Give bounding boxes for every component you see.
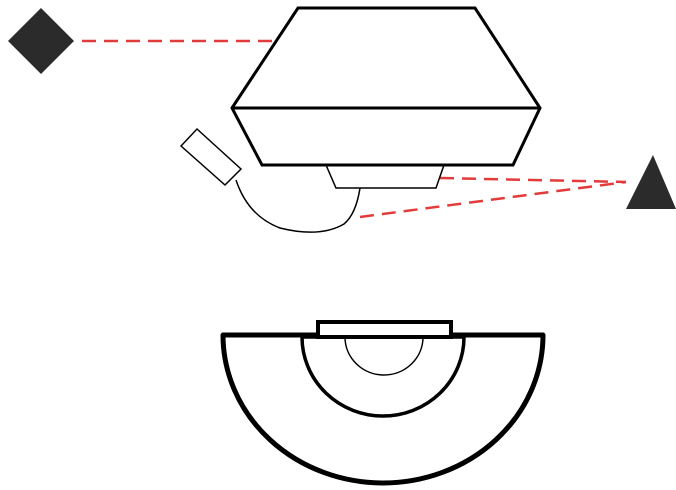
lower-device-view (220, 320, 546, 486)
triangle-guide-line-lower (359, 180, 627, 219)
upper-device-view (179, 6, 542, 233)
diamond-icon (8, 8, 74, 74)
outer-semicircle (220, 332, 546, 486)
device-bottom-plate (324, 164, 446, 189)
triangle-icon (626, 155, 676, 209)
device-plug (179, 127, 243, 187)
middle-semicircle (300, 335, 466, 418)
triangle-guide-line-upper (439, 176, 627, 184)
device-housing (230, 6, 542, 167)
guide-lines (82, 39, 627, 219)
device-cable (235, 179, 361, 233)
top-bar (316, 320, 453, 339)
inner-semicircle (344, 336, 424, 376)
